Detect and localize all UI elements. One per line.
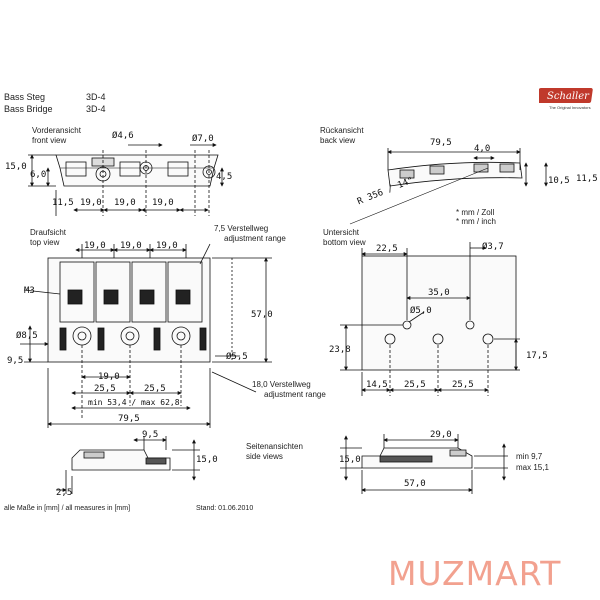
dim-top-w795: 79,5 <box>118 414 140 424</box>
adj-range-75: 7,5 Verstellweg <box>214 224 269 233</box>
bottom-view-label-de: Untersicht <box>323 228 360 237</box>
back-view-drawing <box>349 148 548 225</box>
back-view-label-de: Rückansicht <box>320 126 364 135</box>
dim-bottom-h175: 17,5 <box>526 351 548 361</box>
dim-top-w255b: 25,5 <box>144 384 166 394</box>
side-view-label-en: side views <box>246 452 283 461</box>
front-view-label-en: front view <box>32 136 67 145</box>
dim-top-w255a: 25,5 <box>94 384 116 394</box>
svg-text:Schaller: Schaller <box>547 91 590 102</box>
side-view-right-drawing <box>340 434 508 494</box>
dim-side-h150b: 15,0 <box>339 455 361 465</box>
top-view-label-de: Draufsicht <box>30 228 67 237</box>
dim-bottom-w255a: 25,5 <box>404 380 426 390</box>
dim-bottom-d37: Ø3,7 <box>482 242 504 252</box>
model-de: 3D-4 <box>86 92 106 102</box>
dim-side-max151: max 15,1 <box>516 463 549 472</box>
schaller-logo: Schaller The Original Innovators <box>539 88 593 110</box>
dim-back-w40: 4,0 <box>474 144 491 154</box>
dim-side-w290: 29,0 <box>430 430 452 440</box>
dim-front-w190c: 19,0 <box>152 198 174 208</box>
dim-side-w95: 9,5 <box>142 430 159 440</box>
label-m3: M3 <box>24 286 35 296</box>
adj-range-180: 18,0 Verstellweg <box>252 380 311 389</box>
front-view-drawing <box>28 143 224 216</box>
dim-bottom-w350: 35,0 <box>428 288 450 298</box>
footer-note: alle Maße in [mm] / all measures in [mm] <box>4 505 131 512</box>
side-view-label-de: Seitenansichten <box>246 442 303 451</box>
bottom-view-label-en: bottom view <box>323 238 366 247</box>
unit-note-mm: * mm / Zoll <box>456 208 495 217</box>
dim-back-w795: 79,5 <box>430 138 452 148</box>
dim-side-h150a: 15,0 <box>196 455 218 465</box>
dim-back-h105: 10,5 <box>548 176 570 186</box>
dim-top-w190b: 19,0 <box>120 241 142 251</box>
dim-side-w570: 57,0 <box>404 479 426 489</box>
dim-front-d70: Ø7,0 <box>192 134 214 144</box>
dim-front-d46: Ø4,6 <box>112 131 134 141</box>
dim-top-range: min 53,4 / max 62,8 <box>88 398 180 407</box>
model-en: 3D-4 <box>86 104 106 114</box>
dim-front-h60: 6,0 <box>30 170 47 180</box>
dim-bottom-d50: Ø5,0 <box>410 306 432 316</box>
adj-range-75-en: adjustment range <box>224 234 286 243</box>
dim-bottom-w145: 14,5 <box>366 380 388 390</box>
dim-top-w190d: 19,0 <box>98 372 120 382</box>
dim-top-w190a: 19,0 <box>84 241 106 251</box>
dim-top-d85: Ø8,5 <box>16 331 38 341</box>
side-view-left-drawing <box>56 436 200 494</box>
dim-back-h115: 11,5 <box>576 174 598 184</box>
top-view-drawing <box>20 243 272 428</box>
svg-text:The Original Innovators: The Original Innovators <box>549 105 591 110</box>
title-en: Bass Bridge <box>4 104 53 114</box>
dim-top-h95: 9,5 <box>7 356 24 366</box>
back-view-label-en: back view <box>320 136 356 145</box>
footer-date: Stand: 01.06.2010 <box>196 505 254 512</box>
unit-note-inch: * mm / inch <box>456 217 497 226</box>
watermark: MUZMART <box>388 554 562 593</box>
title-de: Bass Steg <box>4 92 46 102</box>
front-view-label-de: Vorderansicht <box>32 126 81 135</box>
dim-side-h25: 2,5 <box>56 488 73 498</box>
adj-range-180-en: adjustment range <box>264 390 326 399</box>
dim-front-w190b: 19,0 <box>114 198 136 208</box>
bottom-view-drawing <box>340 242 520 396</box>
dim-front-w115: 11,5 <box>52 198 74 208</box>
dim-front-h45: 4,5 <box>216 172 233 182</box>
dim-bottom-h238: 23,8 <box>329 345 351 355</box>
dim-top-w190c: 19,0 <box>156 241 178 251</box>
dim-top-h570: 57,0 <box>251 310 273 320</box>
dim-bottom-w255b: 25,5 <box>452 380 474 390</box>
dim-side-min97: min 9,7 <box>516 452 543 461</box>
top-view-label-en: top view <box>30 238 60 247</box>
dim-front-w190a: 19,0 <box>80 198 102 208</box>
dim-top-d55: Ø5,5 <box>226 352 248 362</box>
dim-front-h150: 15,0 <box>5 162 27 172</box>
dim-bottom-w225: 22,5 <box>376 244 398 254</box>
